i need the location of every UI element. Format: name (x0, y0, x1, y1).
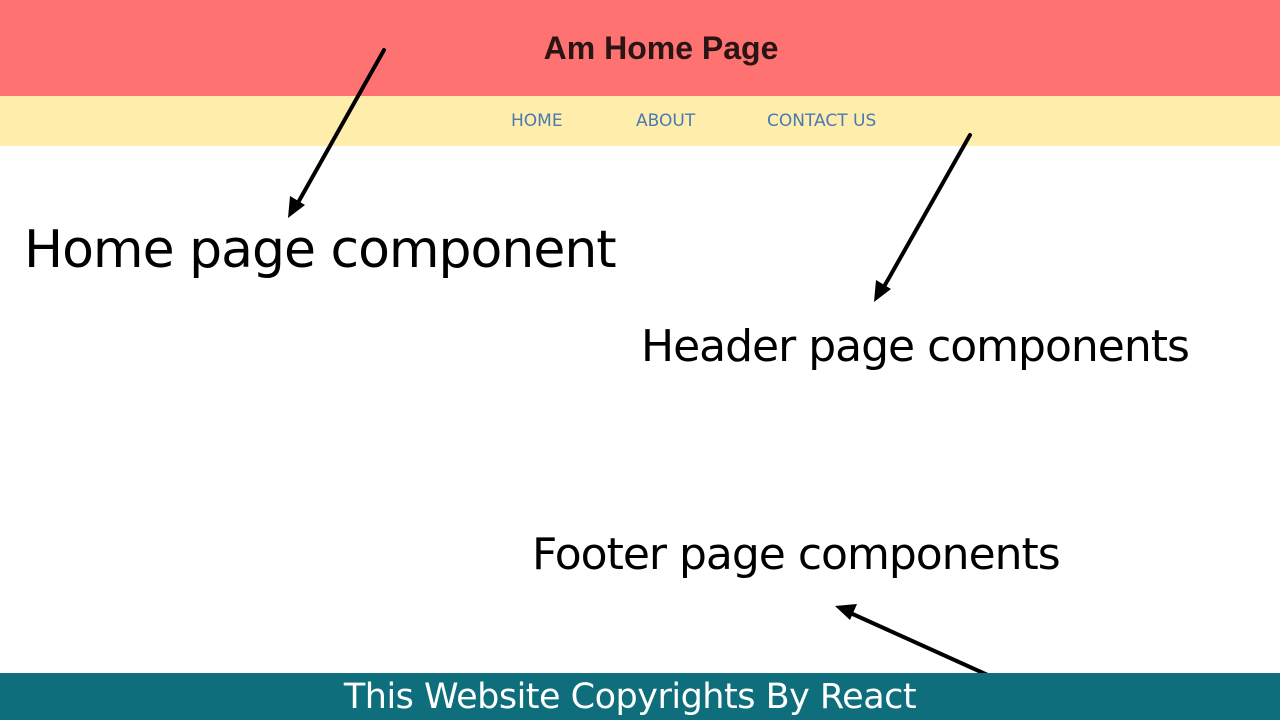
nav-link-about[interactable]: ABOUT (636, 111, 696, 131)
home-component-annotation: Home page component (24, 220, 617, 280)
header-component-annotation: Header page components (641, 321, 1190, 372)
nav-link-contact-us[interactable]: CONTACT US (767, 111, 877, 131)
nav-bar: HOME ABOUT CONTACT US (0, 96, 1280, 146)
footer-copyright-text: This Website Copyrights By React (343, 677, 917, 717)
site-header: Am Home Page (0, 0, 1280, 96)
site-title: Am Home Page (543, 30, 779, 66)
site-footer: This Website Copyrights By React (0, 673, 1280, 720)
footer-component-annotation: Footer page components (532, 529, 1061, 580)
arrow-icon (874, 133, 972, 302)
nav-link-home[interactable]: HOME (511, 111, 563, 131)
